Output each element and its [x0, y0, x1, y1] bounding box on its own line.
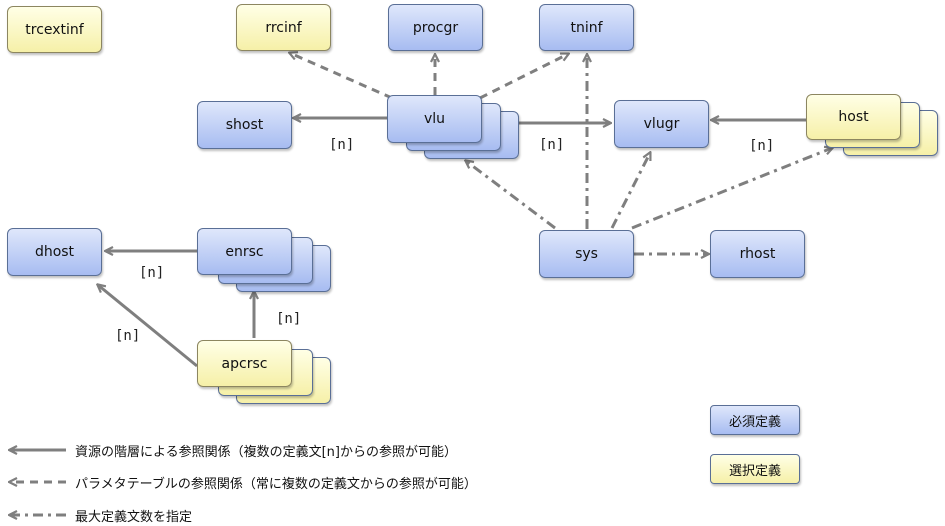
node-vlugr: vlugr — [614, 100, 709, 148]
node-dhost: dhost — [7, 228, 102, 276]
legend-resource-hierarchy: 資源の階層による参照関係（複数の定義文[n]からの参照が可能） — [75, 445, 457, 460]
legend-parameter-table: パラメタテーブルの参照関係（常に複数の定義文からの参照が可能） — [75, 477, 477, 492]
multiplicity-vlu-shost: [n] — [329, 137, 355, 153]
legend-required-key: 必須定義 — [710, 405, 800, 435]
multiplicity-vlu-vlugr: [n] — [539, 137, 565, 153]
node-rrcinf: rrcinf — [236, 4, 331, 51]
multiplicity-host-vlugr: [n] — [749, 138, 775, 154]
node-shost: shost — [197, 101, 292, 149]
legend-max-definitions: 最大定義文数を指定 — [75, 510, 193, 525]
multiplicity-apcrsc-enrsc: [n] — [276, 311, 302, 327]
node-tninf: tninf — [539, 4, 634, 51]
multiplicity-enrsc-dhost: [n] — [139, 265, 165, 281]
arrow-sys-host — [631, 148, 832, 230]
legend-optional-key: 選択定義 — [710, 454, 800, 484]
node-enrsc: enrsc — [197, 228, 292, 275]
multiplicity-apcrsc-dhost: [n] — [115, 328, 141, 344]
arrow-apcrsc-dhost — [98, 285, 198, 368]
arrow-sys-vlugr — [610, 153, 650, 229]
node-sys: sys — [539, 230, 634, 278]
node-rhost: rhost — [710, 230, 805, 278]
node-vlu: vlu — [387, 95, 482, 143]
node-apcrsc: apcrsc — [197, 340, 292, 387]
arrow-vlu-rrcinf — [290, 53, 393, 100]
arrow-sys-vlu — [466, 161, 556, 230]
node-host: host — [806, 94, 901, 140]
arrow-vlu-tninf — [479, 54, 568, 100]
node-procgr: procgr — [388, 4, 483, 51]
node-trcextinf: trcextinf — [7, 6, 102, 53]
